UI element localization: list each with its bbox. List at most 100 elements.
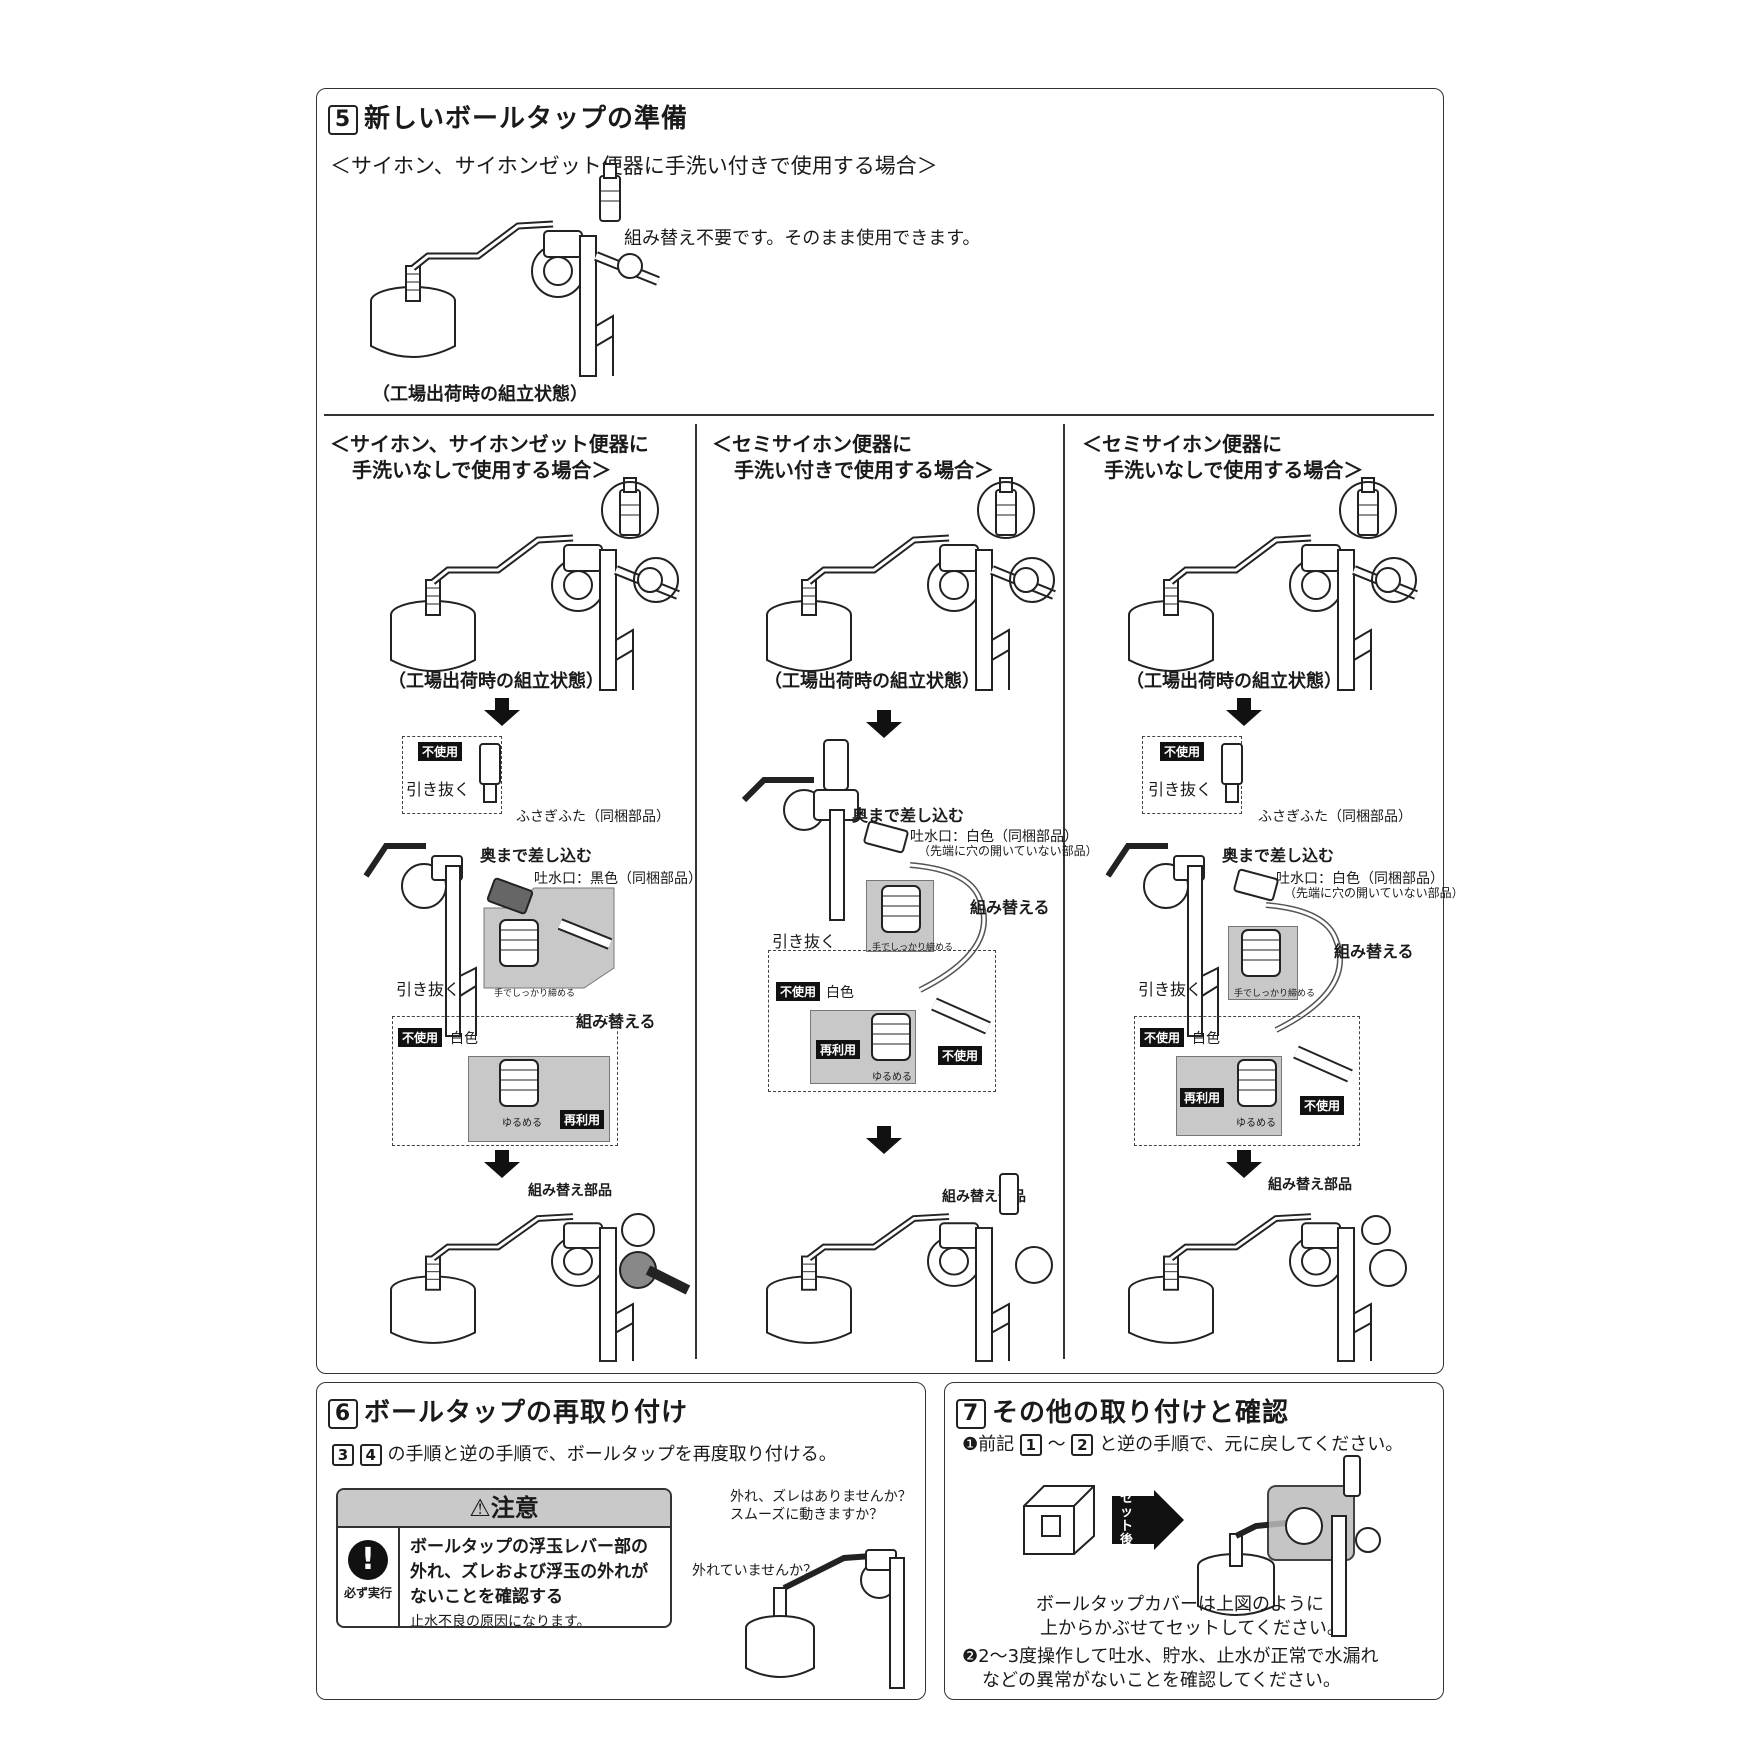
step-3-badge: 3 [332,1444,354,1466]
col2-spout-label-1: 吐水口：白色（同梱部品） [910,829,1078,845]
col1-final-tap [388,1213,691,1370]
item1-prefix: ❶前記 [962,1434,1015,1455]
col1-strainer-1 [499,919,539,967]
col2-strainer-2 [871,1013,911,1061]
col2-white-spout [863,820,909,854]
caution-title: 注意 [490,1494,539,1522]
col3-dashed-bottom [1134,1016,1360,1146]
covered-tap-illustration [1197,1455,1381,1637]
col1-loosen-label: ゆるめる [502,1118,542,1129]
col3-title-line2: 手洗いなしで使用する場合＞ [1104,458,1364,482]
col3-tighten-label: 手でしっかり締める [1234,989,1316,999]
col2-factory-caption: （工場出荷時の組立状態） [764,671,980,692]
col3-reassemble-label: 組み替える [1334,942,1414,961]
col3-tag-unused2: 不使用 [1300,1096,1345,1115]
col1-dashed-bottom [392,1016,618,1146]
col3-unused-pipe [1293,1045,1353,1083]
col2-tag-unused: 不使用 [776,982,821,1001]
col1-cap-part-label: ふさぎふた（同梱部品） [516,809,670,825]
set-after-label: セット後 [1120,1491,1134,1548]
col2-tighten-label: 手でしっかり締める [872,943,954,953]
col1-title-line2: 手洗いなしで使用する場合＞ [352,458,612,482]
col2-reassemble-label: 組み替える [970,898,1050,917]
item1-tilde: ～ [1047,1434,1066,1455]
caution-body-line3: ないことを確認する [410,1587,563,1607]
section-5-divider [324,414,1434,416]
col3-tap-body-disassembled [1105,843,1219,1037]
col3-insert-label: 奥まで差し込む [1222,846,1335,865]
check-question-1-line2: スムーズに動きますか？ [730,1507,884,1523]
col1-tighten-label: 手でしっかり締める [494,989,576,999]
section-7-panel [944,1382,1444,1700]
step-1-badge: 1 [1019,1434,1042,1456]
col2-tag-unused2: 不使用 [938,1046,983,1065]
col1-black-spout [486,877,613,950]
caution-box: ⚠注意 ! 必ず実行 ボールタップの浮玉レバー部の 外れ、ズレおよび浮玉の外れが… [336,1488,672,1628]
col1-white-label: 白色 [450,1031,478,1047]
col3-pull-out-mid: 引き抜く [1138,980,1203,999]
must-do-icon: ! [348,1540,388,1580]
col3-parts-label: 組み替え部品 [1268,1177,1352,1193]
col3-factory-tap [1126,510,1386,690]
col1-insert-label: 奥まで差し込む [480,846,593,865]
col3-cap-part-icon [1221,743,1243,803]
col1-arrow-down-2 [484,1150,520,1178]
col3-spout-label-2: （先端に穴の開いていない部品） [1284,886,1464,900]
col1-title-line1: ＜サイホン、サイホンゼット便器に [330,432,649,456]
section-5-title: 新しいボールタップの準備 [364,104,689,134]
must-do-label: 必ず実行 [343,1586,392,1600]
section-5-panel [316,88,1444,1374]
item1-suffix: と逆の手順で、元に戻してください。 [1099,1434,1404,1455]
col3-factory-caption: （工場出荷時の組立状態） [1126,671,1342,692]
col3-white-label: 白色 [1192,1031,1220,1047]
caution-header: ⚠注意 [338,1490,670,1528]
factory-caption-top: （工場出荷時の組立状態） [372,384,588,405]
caution-body-line2: 外れ、ズレおよび浮玉の外れが [410,1562,649,1582]
col2-tap-body [741,739,859,921]
case1-title: ＜サイホン、サイホンゼット便器に手洗い付きで使用する場合＞ [330,154,938,178]
col2-tag-reuse: 再利用 [816,1040,861,1059]
col3-arrow-down-1 [1226,698,1262,726]
col3-tag-unused-top: 不使用 [1160,742,1205,761]
caution-body: ボールタップの浮玉レバー部の 外れ、ズレおよび浮玉の外れが ないことを確認する … [410,1532,649,1626]
col2-reassemble-arrow [909,862,987,993]
section-5-number: 5 [328,104,358,135]
col3-tag-reuse: 再利用 [1180,1088,1225,1107]
section-6-number: 6 [328,1398,358,1429]
col3-white-spout [1233,868,1279,902]
col1-pull-out-mid: 引き抜く [396,980,461,999]
set-after-arrow: セット後 [1112,1490,1184,1550]
section-7-title: その他の取り付けと確認 [992,1398,1290,1428]
col3-reassemble-arrow [1265,902,1343,1033]
col1-tag-unused-top: 不使用 [418,742,463,761]
column-divider-2 [1063,424,1065,1359]
col3-strainer-1 [1241,929,1281,977]
col2-white-label: 白色 [826,985,854,1001]
col2-spout-label-2: （先端に穴の開いていない部品） [918,844,1098,858]
step-2-badge: 2 [1071,1434,1094,1456]
check-question-2: 外れていませんか？ [692,1563,818,1579]
col2-pull-out: 引き抜く [772,932,837,951]
col2-title-line2: 手洗い付きで使用する場合＞ [734,458,994,482]
section-6-instruction-text: の手順と逆の手順で、ボールタップを再度取り付ける。 [387,1444,837,1465]
col2-arrow-down-2 [866,1126,902,1154]
col1-dashed-top [402,736,502,814]
cover-illustration [1023,1485,1095,1555]
col1-strainer-2 [499,1059,539,1107]
col2-arrow-down-1 [866,710,902,738]
section-6-panel [316,1382,926,1700]
col1-tag-reuse: 再利用 [560,1110,605,1129]
col2-dashed-bottom [768,950,996,1092]
col1-tap-body-disassembled [363,843,477,1037]
col3-spout-label-1: 吐水口：白色（同梱部品） [1276,871,1444,887]
col3-loosen-label: ゆるめる [1236,1118,1276,1129]
col3-tag-unused-mid: 不使用 [1140,1028,1185,1047]
col2-final-tap [764,1173,1053,1370]
caution-body-line1: ボールタップの浮玉レバー部の [410,1537,648,1557]
column-divider-1 [695,424,697,1359]
section-6-instruction: 3 4 の手順と逆の手順で、ボールタップを再度取り付ける。 [332,1440,837,1466]
section-7-item1: ❶前記 1 ～ 2 と逆の手順で、元に戻してください。 [962,1430,1403,1456]
